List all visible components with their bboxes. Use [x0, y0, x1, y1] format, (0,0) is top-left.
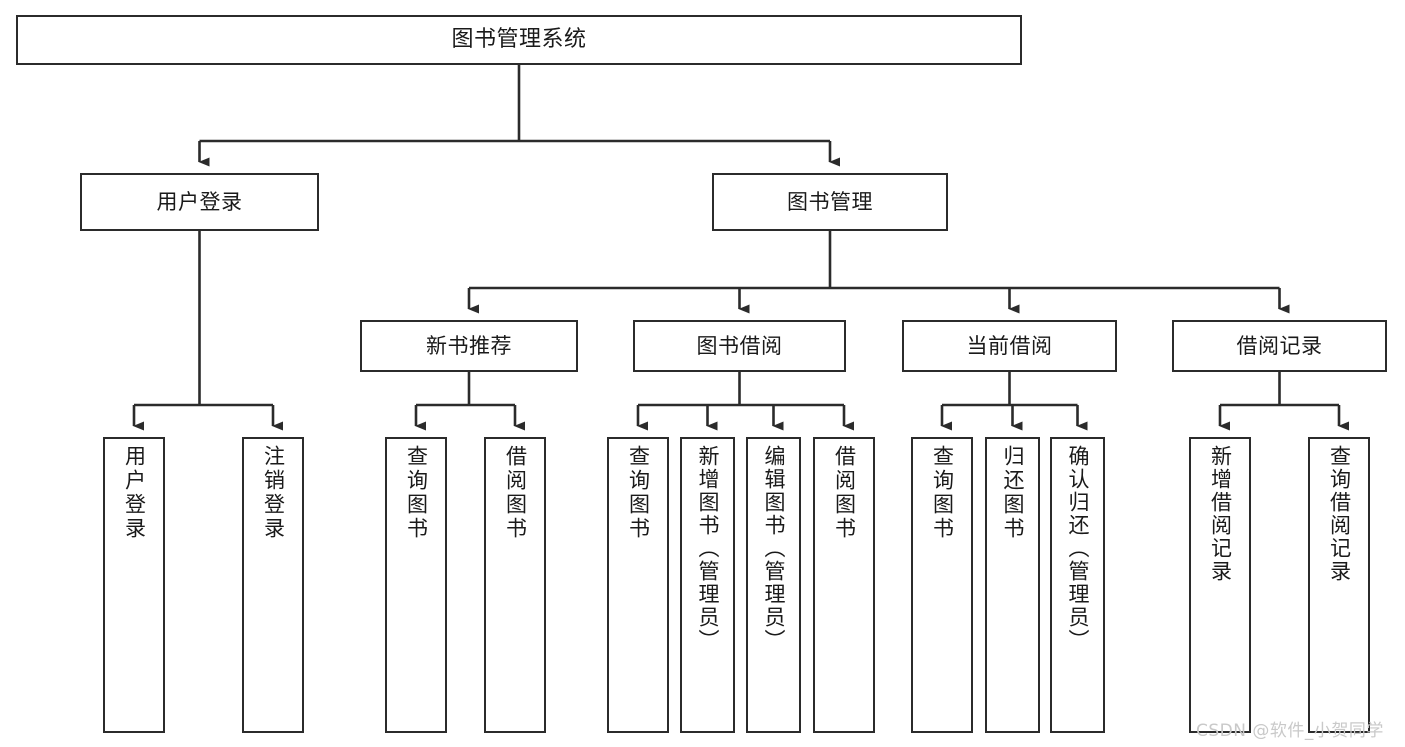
- csdn-watermark: CSDN @软件_小贺同学: [1196, 721, 1384, 741]
- node-label: 新增图书（管理员）: [696, 445, 720, 652]
- node-newbooks[interactable]: 新书推荐: [360, 320, 578, 372]
- node-label: 注销登录: [261, 445, 286, 541]
- node-l13[interactable]: 查询借阅记录: [1308, 437, 1370, 733]
- node-l12[interactable]: 新增借阅记录: [1189, 437, 1251, 733]
- node-l3[interactable]: 查询图书: [385, 437, 447, 733]
- node-label: 查询图书: [626, 445, 651, 541]
- node-label: 新增借阅记录: [1208, 445, 1233, 583]
- node-borrow[interactable]: 图书借阅: [633, 320, 846, 372]
- node-l7[interactable]: 编辑图书（管理员）: [746, 437, 801, 733]
- node-label: 归还图书: [1001, 445, 1025, 541]
- node-label: 确认归还（管理员）: [1066, 445, 1090, 652]
- node-bookmgmt[interactable]: 图书管理: [712, 173, 948, 231]
- node-l6[interactable]: 新增图书（管理员）: [680, 437, 735, 733]
- node-l1[interactable]: 用户登录: [103, 437, 165, 733]
- node-label: 图书管理系统: [451, 27, 587, 53]
- node-label: 查询图书: [930, 445, 955, 541]
- node-label: 借阅图书: [832, 445, 857, 541]
- node-label: 图书借阅: [696, 333, 783, 358]
- node-label: 当前借阅: [966, 333, 1053, 358]
- node-label: 借阅记录: [1236, 333, 1323, 358]
- node-l9[interactable]: 查询图书: [911, 437, 973, 733]
- node-l2[interactable]: 注销登录: [242, 437, 304, 733]
- node-l4[interactable]: 借阅图书: [484, 437, 546, 733]
- node-l5[interactable]: 查询图书: [607, 437, 669, 733]
- node-label: 查询借阅记录: [1327, 445, 1352, 583]
- node-login[interactable]: 用户登录: [80, 173, 319, 231]
- node-l8[interactable]: 借阅图书: [813, 437, 875, 733]
- node-label: 借阅图书: [503, 445, 528, 541]
- node-label: 编辑图书（管理员）: [762, 445, 786, 652]
- node-root[interactable]: 图书管理系统: [16, 15, 1022, 65]
- node-l11[interactable]: 确认归还（管理员）: [1050, 437, 1105, 733]
- node-current[interactable]: 当前借阅: [902, 320, 1117, 372]
- node-label: 图书管理: [787, 189, 873, 214]
- node-label: 查询图书: [404, 445, 429, 541]
- node-l10[interactable]: 归还图书: [985, 437, 1040, 733]
- node-label: 用户登录: [156, 189, 243, 214]
- node-label: 新书推荐: [426, 333, 512, 358]
- node-label: 用户登录: [122, 445, 147, 541]
- node-records[interactable]: 借阅记录: [1172, 320, 1387, 372]
